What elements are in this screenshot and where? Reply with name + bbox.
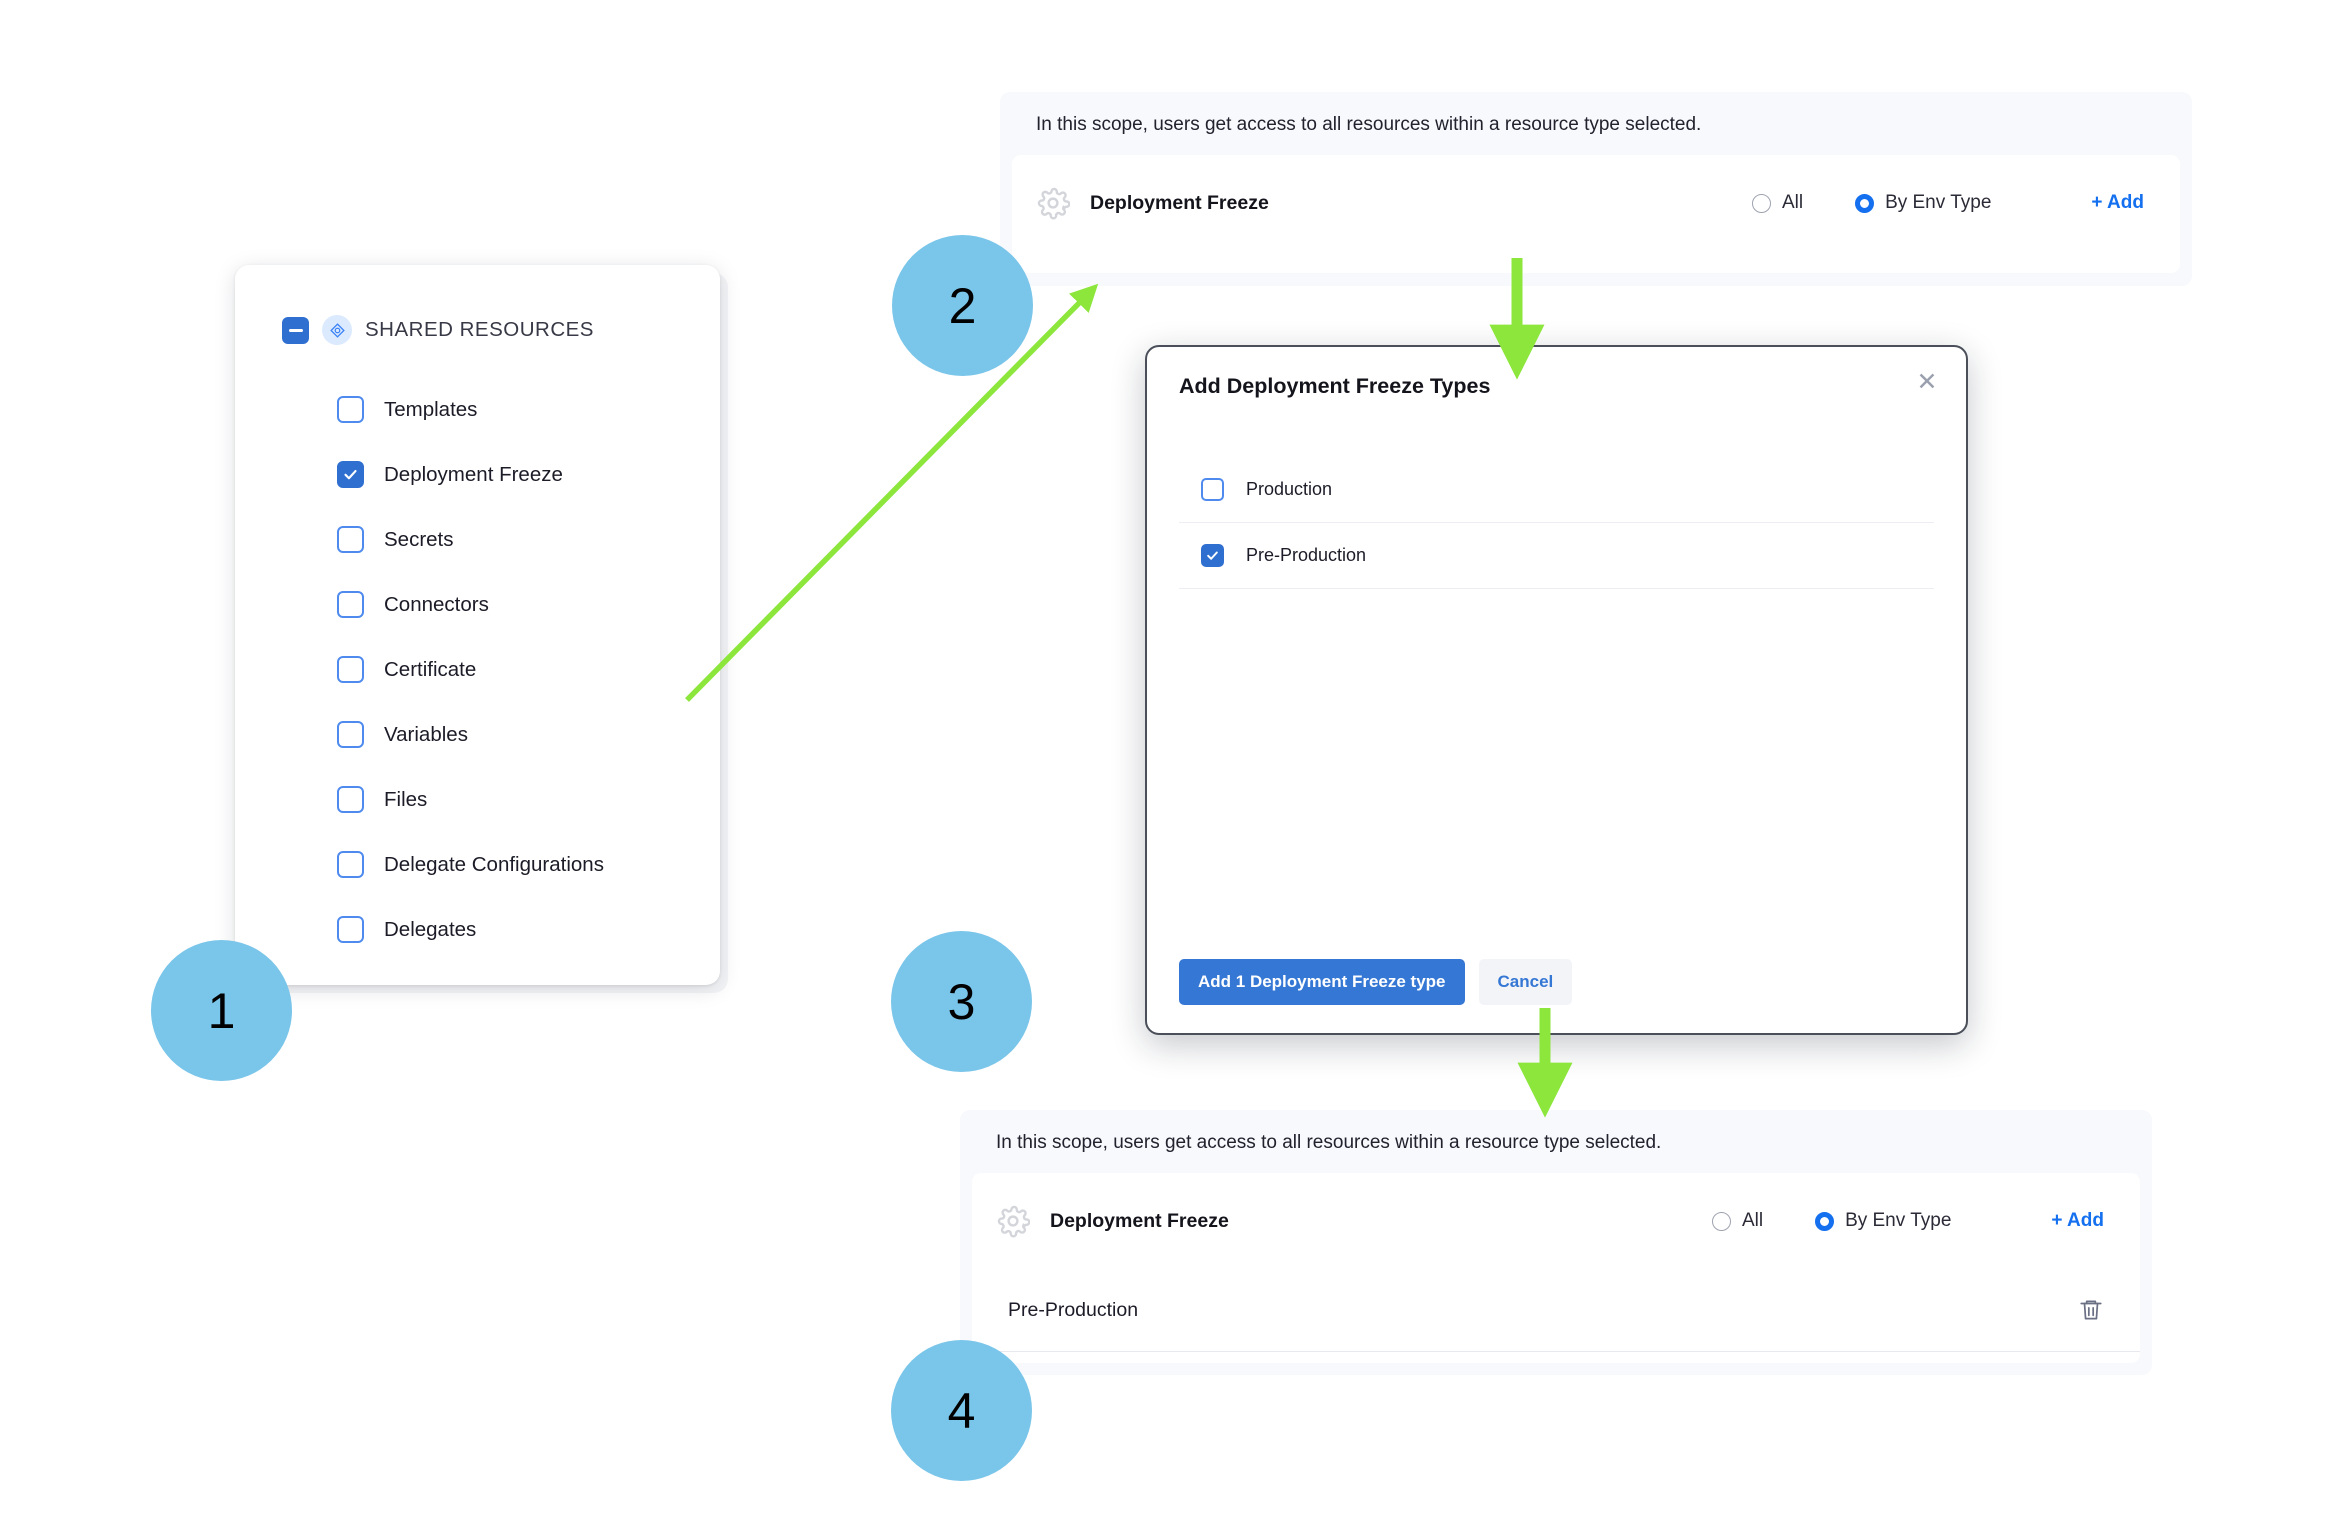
step-number: 1	[207, 982, 236, 1039]
modal-option-label: Pre-Production	[1246, 545, 1367, 565]
step-marker-3: 3	[891, 931, 1032, 1072]
resource-type-card-before: Deployment Freeze All By Env Type + Add	[1012, 155, 2180, 273]
modal-title: Add Deployment Freeze Types	[1179, 374, 1491, 398]
checkbox[interactable]	[337, 721, 364, 748]
shared-resource-label: Deployment Freeze	[384, 462, 563, 486]
step-marker-4: 4	[891, 1340, 1032, 1481]
radio-all-label: All	[1781, 192, 1804, 213]
checkbox[interactable]	[1201, 544, 1224, 567]
checkbox[interactable]	[1201, 478, 1224, 501]
radio-all-before[interactable]: All	[1751, 192, 1804, 214]
scope-controls-before: All By Env Type + Add	[1751, 192, 2144, 214]
gear-icon	[1036, 186, 1071, 220]
shared-resource-item[interactable]: Delegate Configurations	[337, 832, 697, 897]
modal-option-label: Production	[1246, 479, 1333, 499]
radio-by-env-type-label: By Env Type	[1845, 1210, 1952, 1231]
step-number: 2	[948, 277, 977, 334]
shared-resource-label: Secrets	[384, 527, 454, 551]
shared-resources-header[interactable]: SHARED RESOURCES	[282, 315, 594, 345]
add-freeze-types-button[interactable]: Add 1 Deployment Freeze type	[1179, 959, 1465, 1005]
scope-panel-before: In this scope, users get access to all r…	[1000, 92, 2192, 286]
step-marker-1: 1	[151, 940, 292, 1081]
modal-option-row[interactable]: Production	[1179, 457, 1934, 523]
checkbox[interactable]	[337, 786, 364, 813]
radio-by-env-type-before[interactable]: By Env Type	[1855, 192, 1991, 214]
scope-note-before: In this scope, users get access to all r…	[1036, 114, 1702, 135]
shared-resource-label: Certificate	[384, 657, 477, 681]
checkbox[interactable]	[337, 656, 364, 683]
resource-name-after: Deployment Freeze	[1050, 1209, 1229, 1232]
checkbox[interactable]	[337, 526, 364, 553]
arrow-card-to-scope-panel	[685, 283, 1099, 702]
radio-by-env-type-indicator	[1855, 193, 1875, 213]
checkbox[interactable]	[337, 851, 364, 878]
resource-type-card-after: Deployment Freeze All By Env Type + Add …	[972, 1173, 2140, 1363]
gear-icon	[996, 1204, 1031, 1238]
radio-all-indicator	[1751, 193, 1771, 213]
resource-type-row-before: Deployment Freeze All By Env Type + Add	[1012, 155, 2180, 251]
modal-option-row[interactable]: Pre-Production	[1179, 523, 1934, 589]
radio-all-indicator	[1711, 1211, 1731, 1231]
resource-diamond-icon	[322, 315, 352, 345]
shared-resource-item[interactable]: Templates	[337, 377, 697, 442]
radio-by-env-type-after[interactable]: By Env Type	[1815, 1210, 1951, 1232]
add-deployment-freeze-types-modal: Add Deployment Freeze Types ✕ Production…	[1145, 345, 1968, 1035]
shared-resource-label: Variables	[384, 722, 468, 746]
minus-icon	[288, 328, 303, 332]
checkbox[interactable]	[337, 461, 364, 488]
scope-panel-after: In this scope, users get access to all r…	[960, 1110, 2152, 1375]
selected-items-list: Pre-Production	[972, 1269, 2140, 1352]
selected-item-label: Pre-Production	[1008, 1298, 1139, 1321]
step-number: 3	[947, 973, 976, 1030]
add-button-before[interactable]: + Add	[2091, 192, 2144, 213]
shared-resources-indeterminate-checkbox[interactable]	[282, 316, 309, 344]
shared-resource-item[interactable]: Connectors	[337, 572, 697, 637]
shared-resource-label: Templates	[384, 397, 478, 421]
shared-resource-label: Delegates	[384, 917, 477, 941]
scope-controls-after: All By Env Type + Add	[1711, 1210, 2104, 1232]
step-number: 4	[947, 1382, 976, 1439]
shared-resource-item[interactable]: Deployment Freeze	[337, 442, 697, 507]
checkbox[interactable]	[337, 591, 364, 618]
modal-footer: Add 1 Deployment Freeze type Cancel	[1179, 959, 1573, 1005]
shared-resource-item[interactable]: Certificate	[337, 637, 697, 702]
checkbox[interactable]	[337, 396, 364, 423]
resource-name-before: Deployment Freeze	[1090, 191, 1269, 214]
scope-note-after: In this scope, users get access to all r…	[996, 1132, 1662, 1153]
close-icon[interactable]: ✕	[1916, 368, 1938, 396]
trash-icon[interactable]	[2078, 1297, 2104, 1323]
step-marker-2: 2	[892, 235, 1033, 376]
add-button-after[interactable]: + Add	[2051, 1210, 2104, 1231]
checkbox[interactable]	[337, 916, 364, 943]
cancel-button[interactable]: Cancel	[1478, 959, 1573, 1005]
shared-resource-item[interactable]: Variables	[337, 702, 697, 767]
resource-type-row-after: Deployment Freeze All By Env Type + Add	[972, 1173, 2140, 1269]
shared-resource-label: Delegate Configurations	[384, 852, 604, 876]
shared-resource-label: Connectors	[384, 592, 489, 616]
radio-all-label: All	[1741, 1210, 1764, 1231]
selected-item-row: Pre-Production	[972, 1269, 2140, 1352]
shared-resources-title: SHARED RESOURCES	[365, 318, 594, 341]
shared-resource-item[interactable]: Files	[337, 767, 697, 832]
shared-resource-item[interactable]: Delegates	[337, 897, 697, 962]
radio-all-after[interactable]: All	[1711, 1210, 1764, 1232]
shared-resource-item[interactable]: Secrets	[337, 507, 697, 572]
radio-by-env-type-indicator	[1815, 1211, 1835, 1231]
shared-resource-label: Files	[384, 787, 428, 811]
radio-by-env-type-label: By Env Type	[1885, 192, 1992, 213]
